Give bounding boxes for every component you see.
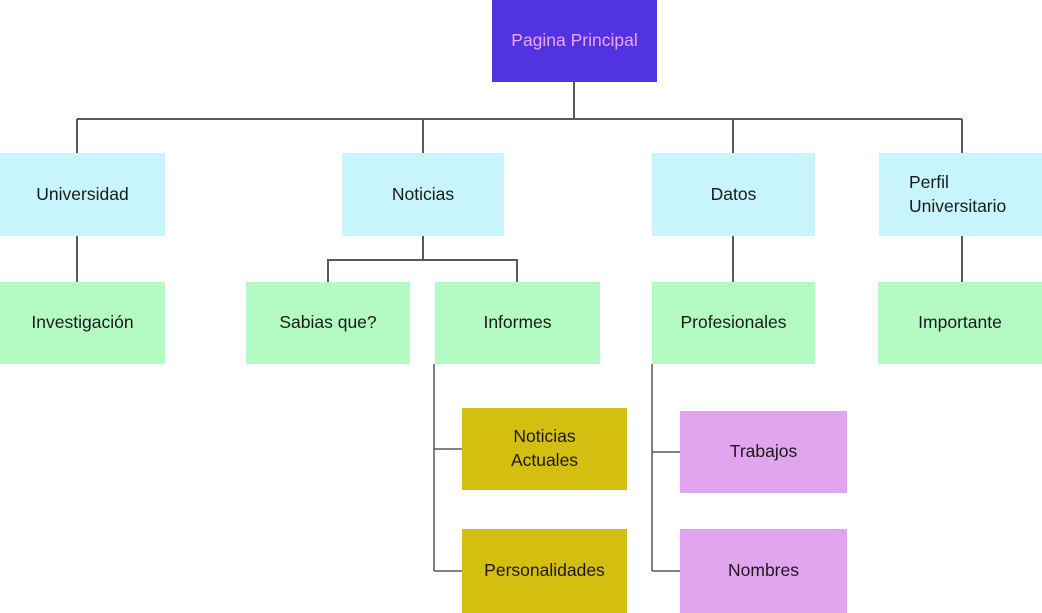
node-nombres: Nombres [680, 529, 847, 613]
node-profesionales: Profesionales [652, 282, 815, 364]
node-investigacion: Investigación [0, 282, 165, 364]
node-personalidades: Personalidades [462, 529, 627, 613]
node-universidad: Universidad [0, 153, 165, 236]
node-pagina-principal: Pagina Principal [492, 0, 657, 82]
node-perfil-universitario: Perfil Universitario [879, 153, 1042, 236]
node-importante: Importante [878, 282, 1042, 364]
node-informes: Informes [435, 282, 600, 364]
node-noticias-actuales: Noticias Actuales [462, 408, 627, 490]
node-noticias: Noticias [342, 153, 504, 236]
node-trabajos: Trabajos [680, 411, 847, 493]
node-sabias-que: Sabias que? [246, 282, 410, 364]
node-datos: Datos [652, 153, 815, 236]
